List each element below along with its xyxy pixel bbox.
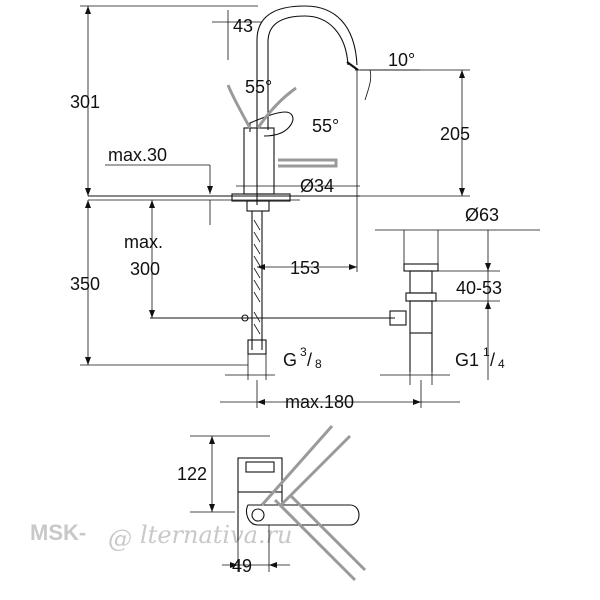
- label-49: 49: [232, 556, 252, 576]
- label-55deg-1: 55°: [245, 77, 272, 97]
- dim-g38-line: [225, 354, 275, 380]
- arrow-122-bottom: [209, 504, 215, 512]
- dimension-labels: 43 301 10° 55° 55° 205 max.30 Ø34 Ø63 ma…: [70, 16, 505, 576]
- dim-153-line: [257, 70, 358, 272]
- label-10deg: 10°: [388, 50, 415, 70]
- label-350: 350: [70, 274, 100, 294]
- dim-43-line: [212, 10, 262, 60]
- arrow-180-right: [413, 399, 421, 405]
- arrow-301-top: [85, 6, 91, 14]
- lever-ghost-left: [226, 84, 252, 129]
- plan-spout: [245, 504, 360, 526]
- drain-flange: [403, 263, 439, 272]
- label-g38-slash: /: [307, 350, 312, 370]
- label-g38-den: 8: [315, 357, 322, 371]
- dim-d63-line: [375, 229, 540, 264]
- label-g114: G1 1 / 4: [455, 345, 505, 371]
- rod-joint: [241, 314, 249, 322]
- dim-10deg-line: [360, 69, 420, 101]
- arrow-4053-top: [485, 263, 491, 271]
- plan-lever-top: [245, 461, 275, 473]
- arrow-4053-bottom: [485, 301, 491, 309]
- label-g114-prefix: G1: [455, 350, 479, 370]
- dim-max30-line: [105, 164, 211, 225]
- watermark-right: lternativa.ru: [140, 521, 293, 549]
- plan-ghost-lower-2: [288, 493, 367, 572]
- drain-body-lower: [409, 300, 433, 334]
- faucet-elevation: [88, 5, 407, 355]
- label-122: 122: [177, 464, 207, 484]
- arrow-180-left: [257, 399, 265, 405]
- label-d63: Ø63: [465, 205, 499, 225]
- arrow-205-top: [459, 70, 465, 78]
- label-d34: Ø34: [300, 176, 334, 196]
- spout-inner-line: [267, 15, 349, 130]
- arrow-350-top: [85, 200, 91, 208]
- arrowheads: [85, 6, 491, 405]
- hose-braid: [253, 219, 261, 335]
- mounting-shank: [246, 200, 270, 212]
- arrow-153-right: [349, 264, 357, 270]
- arrow-49-right: [269, 562, 277, 568]
- spout-tip: [346, 61, 359, 71]
- dim-g114-line: [380, 372, 450, 385]
- lever-ghost-right: [256, 86, 297, 129]
- watermark: MSK- @ lternativa.ru: [30, 520, 293, 553]
- label-4053: 40-53: [456, 278, 502, 298]
- plan-body: [237, 457, 283, 493]
- label-max300-line1: max.: [124, 232, 163, 252]
- plan-view: [190, 425, 367, 582]
- lever-handle: [249, 111, 294, 137]
- arrow-max300-bottom: [149, 310, 155, 318]
- label-43: 43: [233, 16, 253, 36]
- drain-assembly: [403, 263, 439, 372]
- plan-ghost-upper: [260, 425, 334, 506]
- label-g114-slash: /: [490, 350, 495, 370]
- drain-tailpiece: [409, 333, 433, 372]
- label-g114-den: 4: [498, 357, 505, 371]
- label-g114-num: 1: [483, 345, 490, 359]
- label-g38-prefix: G: [283, 350, 297, 370]
- arrow-max300-top: [149, 200, 155, 208]
- label-max180: max.180: [285, 392, 354, 412]
- plan-ghost-lower: [273, 498, 357, 582]
- arrow-350-bottom: [85, 357, 91, 365]
- spout-outer-line: [256, 5, 358, 205]
- lever-ghost-front: [278, 158, 338, 168]
- label-301: 301: [70, 92, 100, 112]
- dim-122-line: [190, 435, 270, 513]
- watermark-left: MSK-: [30, 520, 86, 545]
- label-153: 153: [290, 258, 320, 278]
- faucet-body: [243, 127, 275, 195]
- rod-clip: [389, 310, 407, 326]
- arrow-49-left: [230, 562, 238, 568]
- hose-connector: [247, 339, 267, 355]
- arrow-153-left: [257, 264, 265, 270]
- arrow-205-bottom: [459, 188, 465, 196]
- plan-spout-hole: [251, 508, 265, 522]
- plan-ghost-upper-2: [278, 434, 352, 508]
- label-max300-line2: 300: [130, 259, 160, 279]
- dimension-lines: [80, 5, 540, 408]
- drain-nut: [405, 292, 437, 302]
- label-55deg-2: 55°: [312, 116, 339, 136]
- label-205: 205: [440, 124, 470, 144]
- arrow-301-bottom: [85, 188, 91, 196]
- arrow-122-top: [209, 436, 215, 444]
- label-g38: G 3 / 8: [283, 345, 322, 371]
- drain-body-upper: [409, 270, 433, 294]
- watermark-at: @: [108, 525, 132, 553]
- label-max30: max.30: [108, 145, 167, 165]
- label-g38-num: 3: [300, 345, 307, 359]
- arrow-max30: [207, 186, 213, 194]
